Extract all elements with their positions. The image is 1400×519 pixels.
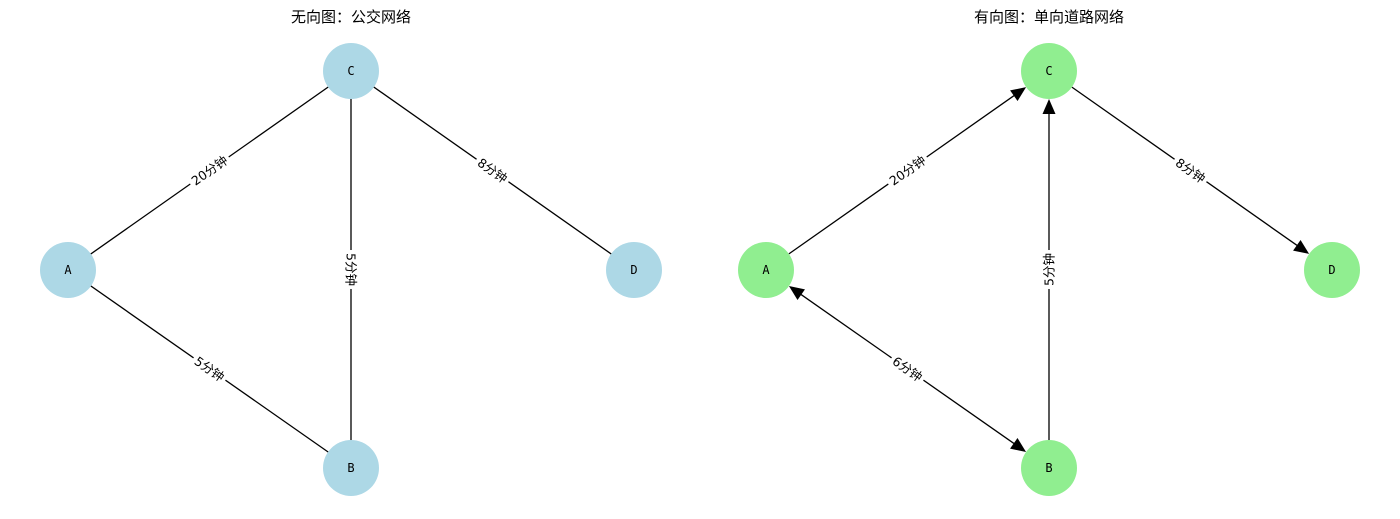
edge-label: 5分钟: [188, 350, 231, 388]
directed-graph-nodes: A B C D: [738, 43, 1360, 496]
edge-label: 6分钟: [886, 350, 929, 388]
node-label: A: [64, 263, 72, 277]
node-circle: [738, 242, 794, 298]
edge-C-D: 8分钟: [350, 70, 635, 271]
arrowhead-icon: [1293, 239, 1310, 254]
node-label: C: [347, 64, 354, 78]
edge-A-B: 5分钟: [67, 269, 352, 469]
directed-graph-edges: 20分钟 6分钟 5分钟 8分钟: [788, 86, 1310, 452]
edge-label-background: [886, 350, 929, 388]
edge-C-B: 5分钟: [342, 71, 360, 468]
arrowhead-icon: [1010, 438, 1027, 452]
node-label: A: [762, 263, 770, 277]
node-circle: [323, 43, 379, 99]
node-circle: [323, 440, 379, 496]
edge-label-text: 5分钟: [344, 253, 359, 286]
node-B: B: [1021, 440, 1077, 496]
node-C: C: [323, 43, 379, 99]
node-circle: [1304, 242, 1360, 298]
node-C: C: [1021, 43, 1077, 99]
edge-label-background: [1169, 151, 1212, 190]
arrowhead-icon: [1010, 87, 1027, 102]
undirected-graph-nodes: A B C D: [40, 43, 662, 496]
edge-label-background: [185, 149, 234, 192]
edge-label: 20分钟: [883, 149, 932, 192]
node-D: D: [1304, 242, 1360, 298]
edge-label-background: [883, 149, 932, 192]
edge-label: 8分钟: [1169, 151, 1212, 190]
arrowhead-icon: [1042, 99, 1056, 114]
undirected-graph-edges: 20分钟 5分钟 5分钟 8分钟: [67, 70, 635, 469]
edge-label-background: [1040, 250, 1058, 289]
node-label: D: [630, 263, 637, 277]
node-label: C: [1045, 64, 1052, 78]
edge-label-text: 5分钟: [1042, 253, 1057, 286]
undirected-graph-panel: 无向图：公交网络 20分钟 5分钟 5分钟 8分钟 A B C D: [40, 8, 662, 496]
edge-label: 5分钟: [1040, 250, 1058, 289]
node-label: D: [1328, 263, 1335, 277]
edge-A-B: 6分钟: [788, 286, 1027, 452]
edge-A-C: 20分钟: [67, 70, 352, 271]
undirected-graph-title: 无向图：公交网络: [291, 8, 411, 26]
directed-graph-title: 有向图：单向道路网络: [974, 8, 1124, 26]
edge-label-background: [188, 350, 231, 388]
node-D: D: [606, 242, 662, 298]
edge-C-D: 8分钟: [1071, 86, 1310, 254]
node-B: B: [323, 440, 379, 496]
node-label: B: [347, 461, 354, 475]
edge-label: 5分钟: [342, 250, 360, 289]
directed-graph-panel: 有向图：单向道路网络 20分钟 6分钟 5分钟 8分钟 A B C D: [738, 8, 1360, 496]
arrowhead-icon: [788, 286, 805, 300]
edge-A-C: 20分钟: [788, 87, 1027, 255]
node-circle: [1021, 43, 1077, 99]
node-circle: [606, 242, 662, 298]
edge-label-background: [471, 151, 514, 190]
edge-label-background: [342, 250, 360, 289]
node-circle: [1021, 440, 1077, 496]
edge-B-C: 5分钟: [1040, 99, 1058, 440]
node-circle: [40, 242, 96, 298]
node-A: A: [40, 242, 96, 298]
edge-label: 20分钟: [185, 149, 234, 192]
edge-label: 8分钟: [471, 151, 514, 190]
node-A: A: [738, 242, 794, 298]
node-label: B: [1045, 461, 1052, 475]
